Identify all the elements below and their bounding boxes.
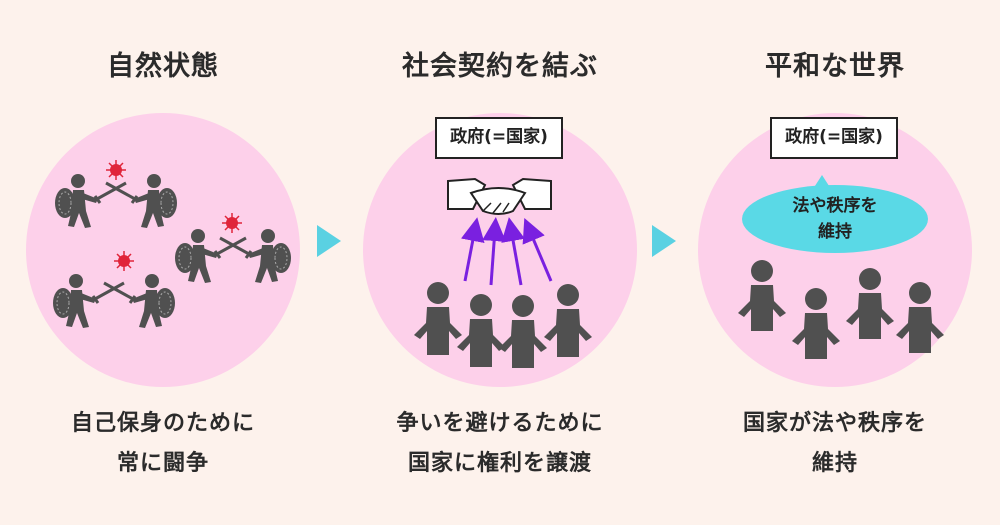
up-arrow-icon [522, 217, 553, 282]
caption-line: 国家が法や秩序を [742, 411, 927, 436]
person-icon [544, 284, 592, 357]
bubble-line: 法や秩序を [792, 196, 878, 216]
conflict-spark-icon [221, 212, 243, 234]
person-icon [792, 288, 840, 359]
person-icon [846, 268, 894, 339]
panel-title: 平和な世界 [765, 51, 905, 82]
illustration-circle: 政府(=国家) 法や秩序を 維持 [698, 113, 972, 387]
next-step-arrow-icon [652, 225, 676, 257]
conflict-spark-icon [105, 159, 127, 181]
up-arrow-icon [482, 217, 507, 286]
panel-state-of-nature: 自然状態 [18, 0, 308, 525]
panel-title: 自然状態 [107, 51, 219, 82]
speech-bubble-icon: 法や秩序を 維持 [742, 185, 928, 253]
bubble-line: 維持 [818, 222, 852, 242]
panel-peaceful-world: 平和な世界 政府(=国家) 法や秩序を 維持 国家が法や秩序を 維持 [690, 0, 980, 525]
conflict-spark-icon [113, 250, 135, 272]
fighter-figure [218, 227, 293, 285]
government-box: 政府(=国家) [770, 117, 898, 159]
person-icon [499, 295, 547, 368]
up-arrow-icon [501, 217, 525, 286]
next-step-arrow-icon [317, 225, 341, 257]
person-icon [738, 260, 786, 331]
handshake-icon [447, 177, 552, 215]
speech-bubble-text: 法や秩序を 維持 [742, 193, 928, 245]
panel-title: 社会契約を結ぶ [402, 51, 598, 82]
panel-caption: 国家が法や秩序を 維持 [690, 404, 980, 484]
fighter-figure [173, 227, 248, 285]
person-icon [414, 282, 462, 355]
fighter-figure [102, 272, 177, 330]
caption-line: 常に闘争 [116, 451, 209, 476]
fighter-figure [51, 272, 126, 330]
illustration-circle: 政府(=国家) [363, 113, 637, 387]
person-icon [457, 294, 505, 367]
panel-social-contract: 社会契約を結ぶ 政府(=国家) [355, 0, 645, 525]
panel-caption: 自己保身のために 常に闘争 [18, 404, 308, 484]
illustration-circle [26, 113, 300, 387]
caption-line: 争いを避けるために [396, 411, 604, 436]
caption-line: 維持 [811, 451, 858, 476]
fighter-figure [53, 172, 128, 230]
caption-line: 自己保身のために [70, 411, 255, 436]
up-arrow-icon [460, 217, 485, 282]
government-box: 政府(=国家) [435, 117, 563, 159]
caption-line: 国家に権利を譲渡 [407, 451, 592, 476]
panel-caption: 争いを避けるために 国家に権利を譲渡 [355, 404, 645, 484]
fighter-figure [104, 172, 179, 230]
fighting-people-icon [51, 159, 293, 330]
person-icon [896, 282, 944, 353]
